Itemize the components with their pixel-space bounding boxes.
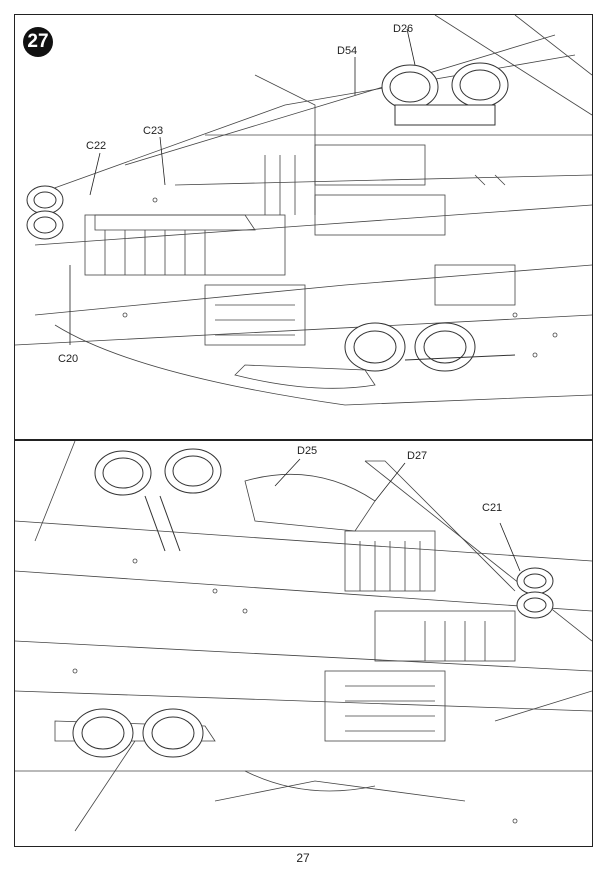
callout-c22: C22: [86, 140, 107, 152]
aircraft-underside-drawing-bottom: [15, 441, 592, 832]
page-number: 27: [296, 851, 310, 865]
instruction-panel-bottom: D25 D27 C21: [14, 440, 593, 847]
callout-d26: D26: [393, 23, 414, 35]
instruction-panel-top: 27 D26 D54 C23 C22 C20: [14, 14, 593, 440]
step-number-badge: 27: [23, 27, 53, 57]
callout-c21: C21: [482, 502, 503, 514]
callout-c20: C20: [58, 353, 79, 365]
callout-d25: D25: [297, 445, 318, 457]
callout-c23: C23: [143, 125, 164, 137]
callout-d54: D54: [337, 45, 358, 57]
aircraft-underside-drawing-top: [15, 15, 592, 406]
callout-d27: D27: [407, 450, 428, 462]
